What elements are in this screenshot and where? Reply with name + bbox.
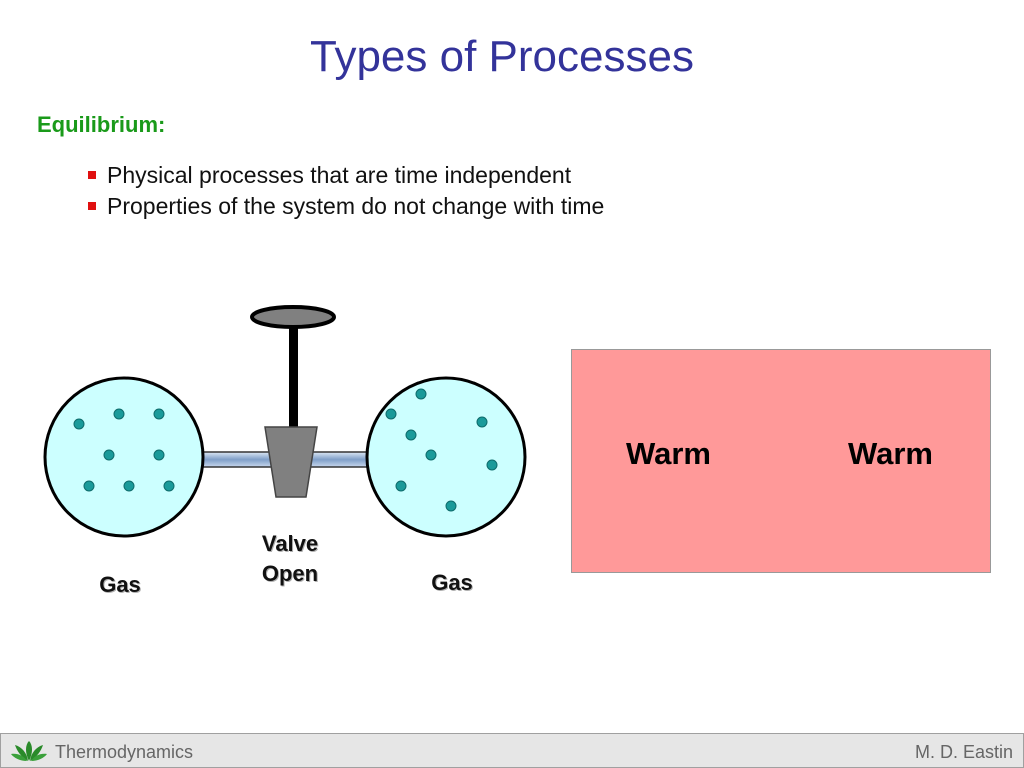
valve-label-line2: Open	[261, 561, 319, 586]
gas-particle	[163, 480, 175, 492]
gas-particle	[445, 500, 457, 512]
valve-label: Valve Open	[248, 529, 332, 589]
gas-particle	[73, 418, 85, 430]
left-gas-flask	[43, 376, 205, 538]
gas-particle	[425, 449, 437, 461]
right-warm-label: Warm	[848, 436, 933, 471]
left-flask-label: Gas	[99, 572, 141, 597]
lotus-leaf-icon	[11, 741, 47, 761]
footer-course-title: Thermodynamics	[55, 742, 194, 762]
valve-label-line1: Valve	[261, 531, 319, 556]
bullet-list: Physical processes that are time indepen…	[88, 160, 604, 222]
bullet-text: Physical processes that are time indepen…	[107, 162, 572, 188]
bullet-item: Properties of the system do not change w…	[88, 191, 604, 222]
valve-stem	[289, 322, 298, 430]
gas-particle	[415, 388, 427, 400]
right-flask-label: Gas	[431, 570, 473, 595]
gas-particle	[153, 408, 165, 420]
gas-particle	[153, 449, 165, 461]
gas-particle	[123, 480, 135, 492]
bullet-square-icon	[88, 171, 96, 179]
bullet-square-icon	[88, 202, 96, 210]
gas-particle	[385, 408, 397, 420]
gas-particle	[103, 449, 115, 461]
gas-particle	[113, 408, 125, 420]
gas-particle	[395, 480, 407, 492]
right-gas-flask	[365, 376, 527, 538]
slide-title: Types of Processes	[310, 32, 694, 81]
left-gas-particles	[73, 408, 175, 492]
section-heading: Equilibrium:	[37, 112, 166, 137]
gas-particle	[486, 459, 498, 471]
valve-handle[interactable]	[250, 305, 336, 329]
valve-body[interactable]	[264, 426, 318, 498]
warm-comparison-box: Warm Warm	[571, 349, 991, 573]
left-warm-label: Warm	[626, 436, 711, 471]
bullet-text: Properties of the system do not change w…	[107, 193, 605, 219]
right-gas-particles	[385, 388, 498, 512]
gas-particle	[476, 416, 488, 428]
gas-particle	[83, 480, 95, 492]
footer-author: M. D. Eastin	[914, 742, 1013, 762]
gas-particle	[405, 429, 417, 441]
slide-footer: Thermodynamics M. D. Eastin	[0, 733, 1024, 768]
bullet-item: Physical processes that are time indepen…	[88, 160, 604, 191]
